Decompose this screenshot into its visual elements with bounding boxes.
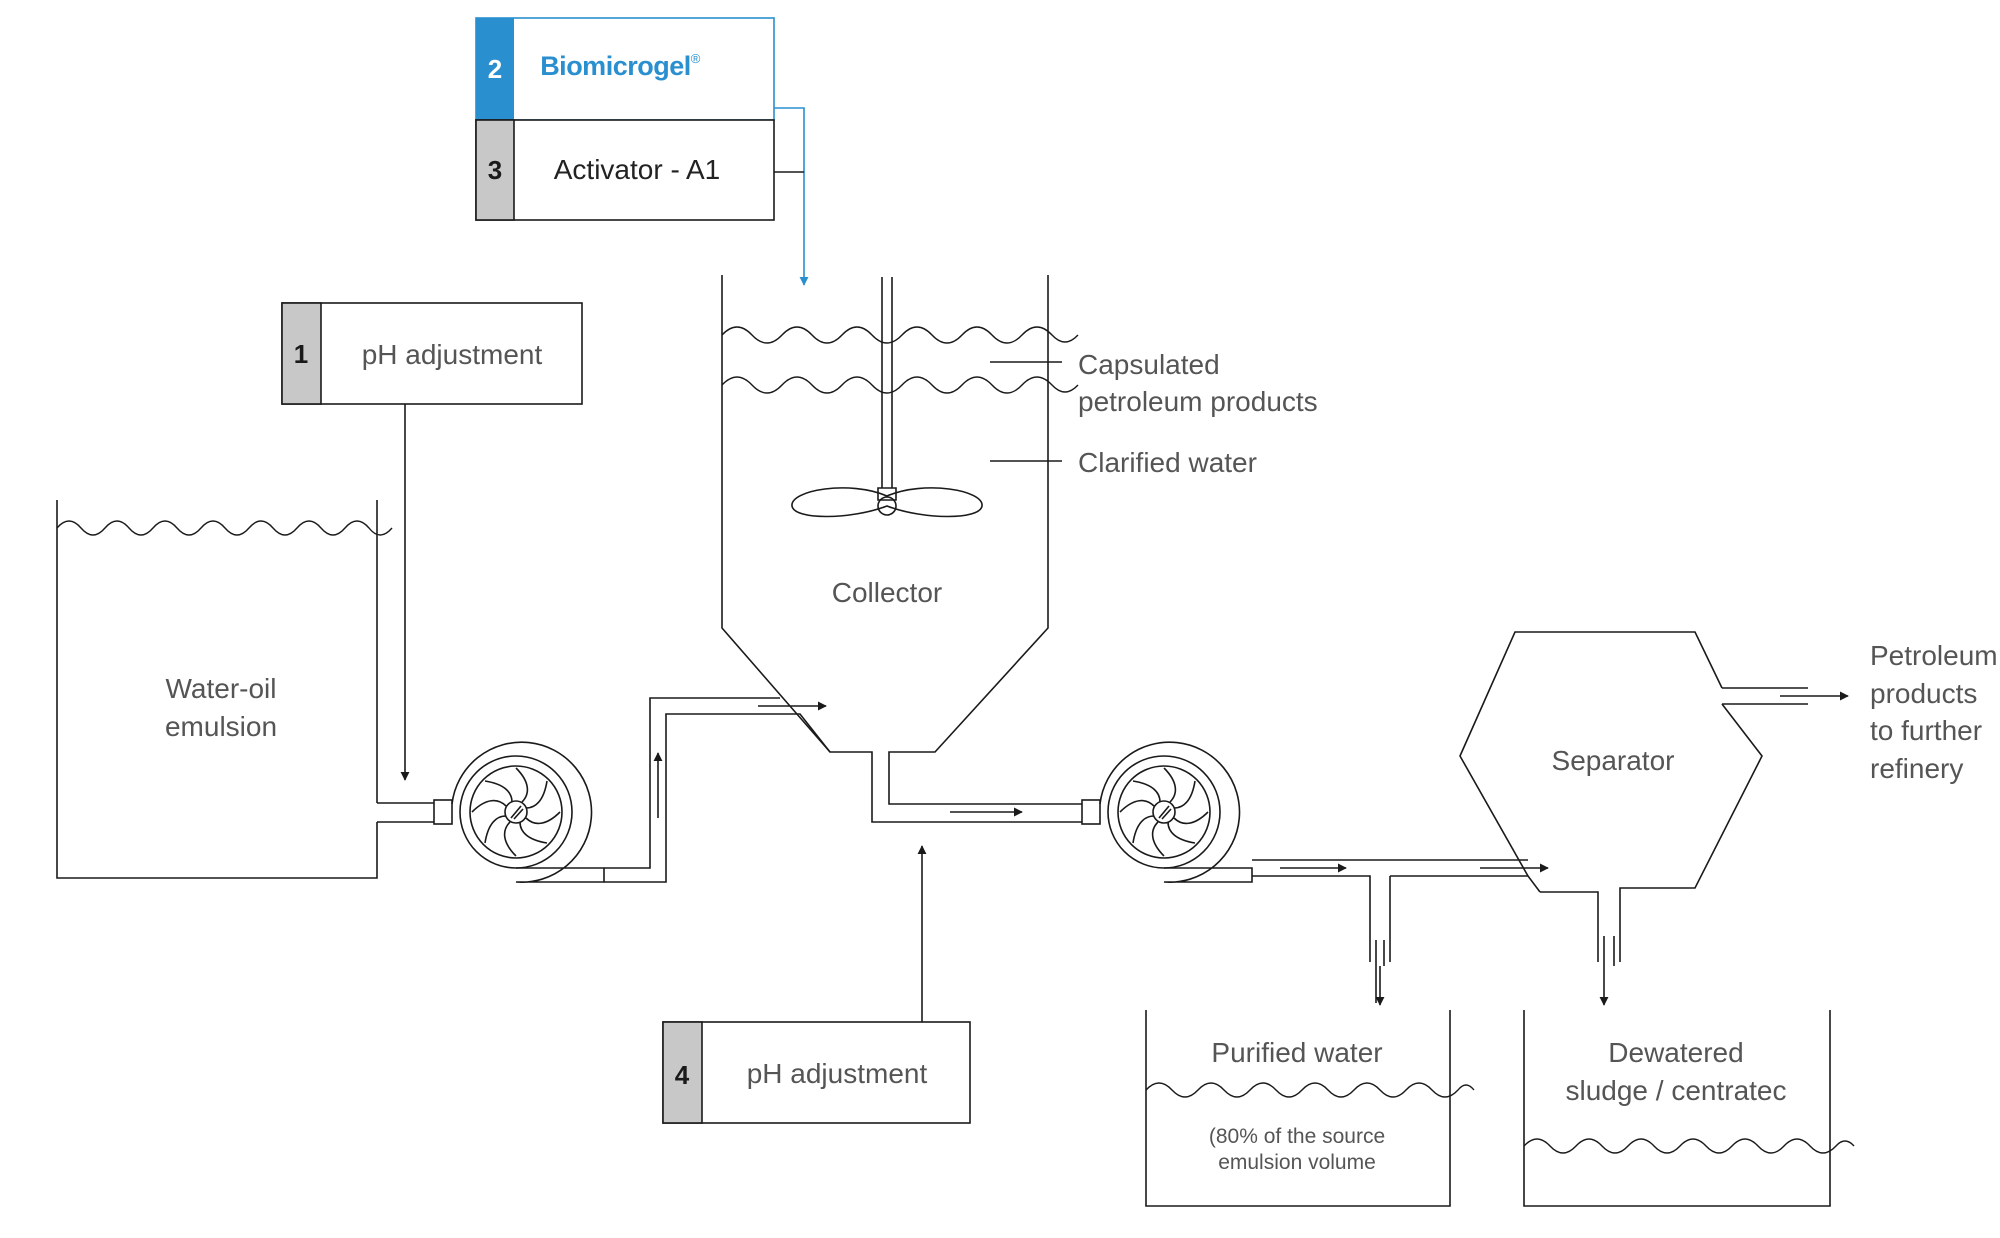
reagent-badge-4 bbox=[662, 1021, 703, 1124]
petroleum-output-label: Petroleum products to further refinery bbox=[1870, 640, 1998, 784]
reagent-badge-3 bbox=[475, 119, 515, 221]
petroleum-label-line4: refinery bbox=[1870, 753, 1963, 784]
petroleum-outlet-pipe bbox=[1722, 687, 1849, 705]
pump-icon bbox=[433, 741, 605, 884]
separator-vessel: Separator bbox=[1459, 631, 1763, 1006]
capsulated-layer-surface bbox=[721, 326, 1079, 344]
collector-label: Collector bbox=[832, 577, 942, 608]
pipe-pump-1-to-collector bbox=[604, 697, 831, 883]
purified-water-tank: Purified water (80% of the source emulsi… bbox=[1145, 1010, 1475, 1207]
source-tank-label-line1: Water-oil bbox=[166, 673, 277, 704]
sludge-label-line2: sludge / centratec bbox=[1565, 1075, 1786, 1106]
source-tank-liquid-surface bbox=[56, 520, 393, 536]
source-tank: Water-oil emulsion bbox=[56, 500, 393, 879]
purified-water-surface bbox=[1145, 1082, 1475, 1098]
source-tank-label-line2: emulsion bbox=[165, 711, 277, 742]
petroleum-label-line3: to further bbox=[1870, 715, 1982, 746]
reagent-badge-1 bbox=[281, 302, 322, 405]
reagent-label-1: pH adjustment bbox=[362, 339, 543, 370]
biomicrogel-logo: Biomicrogel® bbox=[540, 51, 701, 81]
purified-water-title: Purified water bbox=[1211, 1037, 1382, 1068]
purified-water-note-line2: emulsion volume bbox=[1218, 1151, 1376, 1174]
reagent-label-4: pH adjustment bbox=[747, 1058, 928, 1089]
reagent-number-4: 4 bbox=[675, 1060, 690, 1090]
reagent-number-2: 2 bbox=[488, 54, 502, 84]
clarified-layer-surface bbox=[721, 376, 1079, 394]
capsulated-label-line1: Capsulated bbox=[1078, 349, 1220, 380]
pump-icon bbox=[1081, 741, 1253, 884]
reagent-box-ph-4: 4 pH adjustment bbox=[662, 1021, 971, 1124]
sludge-label-line1: Dewatered bbox=[1608, 1037, 1743, 1068]
reagent-box-biomicrogel: 2 Biomicrogel® bbox=[475, 17, 775, 121]
pipe-tank-to-pump-1 bbox=[377, 802, 434, 823]
petroleum-label-line1: Petroleum bbox=[1870, 640, 1998, 671]
dosing-line-biomicrogel bbox=[774, 107, 809, 286]
reagent-badge-2 bbox=[476, 18, 514, 120]
reagent-number-1: 1 bbox=[294, 339, 308, 369]
separator-label: Separator bbox=[1552, 745, 1675, 776]
collector-tank: Collector bbox=[721, 275, 1082, 823]
purified-water-note-line1: (80% of the source bbox=[1209, 1125, 1385, 1148]
stirrer-icon bbox=[791, 277, 983, 518]
capsulated-label-line2: petroleum products bbox=[1078, 386, 1318, 417]
reagent-box-ph-1: 1 pH adjustment bbox=[281, 302, 583, 405]
clarified-label: Clarified water bbox=[1078, 447, 1257, 478]
sludge-tank: Dewatered sludge / centratec bbox=[1523, 1010, 1855, 1207]
reagent-number-3: 3 bbox=[488, 155, 502, 185]
reagent-box-activator: 3 Activator - A1 bbox=[475, 119, 775, 221]
pipe-pump-2-to-separator bbox=[1252, 859, 1549, 1006]
petroleum-label-line2: products bbox=[1870, 678, 1977, 709]
reagent-label-3: Activator - A1 bbox=[554, 154, 721, 185]
sludge-surface bbox=[1523, 1138, 1855, 1154]
